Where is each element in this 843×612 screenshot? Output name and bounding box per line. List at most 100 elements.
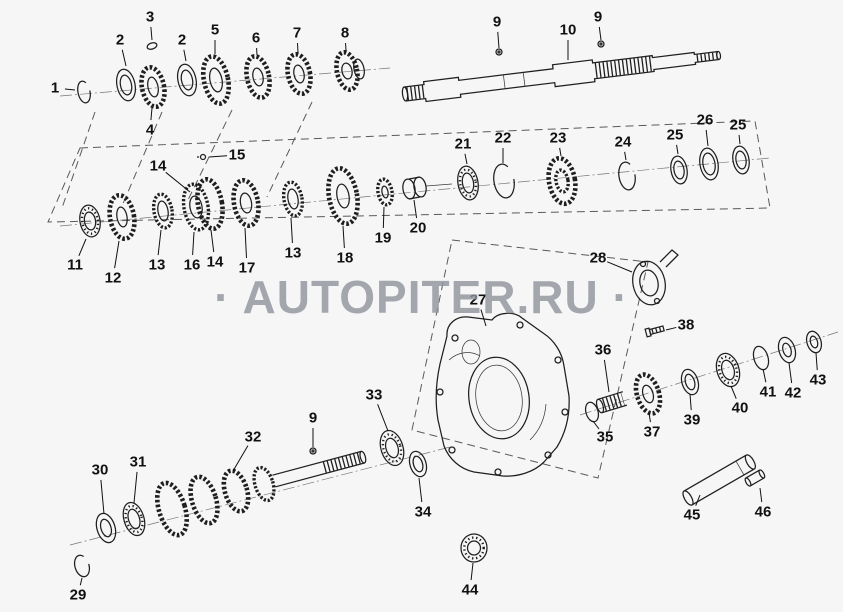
part-label-35: 35 — [597, 429, 614, 446]
output-gear-set — [584, 325, 823, 423]
part-label-30: 30 — [92, 462, 109, 479]
part-20-collar — [402, 176, 453, 200]
part-label-20: 20 — [410, 220, 427, 237]
part-label-16: 16 — [184, 257, 201, 274]
leader-line-9 — [598, 26, 602, 41]
part-12-gear — [107, 192, 137, 242]
part-22-retainer-ring — [493, 163, 515, 199]
part-45-countershaft-pin — [682, 454, 756, 506]
leader-line-19 — [382, 206, 385, 229]
part-label-31: 31 — [130, 454, 147, 471]
part-label-32: 32 — [245, 429, 262, 446]
part-36-shaft-stub — [595, 391, 628, 414]
part-1-snap-ring — [77, 80, 91, 104]
part-33-bearing — [379, 429, 405, 467]
leader-line-46 — [759, 487, 763, 503]
part-17-gear — [231, 177, 261, 229]
leader-line-11 — [78, 238, 87, 256]
part-2-ring-a — [115, 68, 137, 102]
part-label-21: 21 — [455, 136, 472, 153]
part-9-detent-b — [597, 40, 605, 48]
part-9-detent-c — [309, 447, 317, 455]
part-5-synchro-gear — [200, 54, 232, 106]
part-18-gear — [326, 166, 360, 226]
part-label-14: 14 — [150, 158, 167, 175]
part-39-ring — [680, 368, 700, 396]
part-label-22: 22 — [495, 130, 512, 147]
part-label-43: 43 — [810, 372, 827, 389]
leader-line-9 — [497, 31, 500, 49]
leader-line-17 — [244, 227, 248, 259]
part-14-sleeve — [195, 176, 225, 232]
part-label-3: 3 — [146, 9, 154, 26]
part-label-25: 25 — [730, 117, 747, 134]
part-6-gear — [244, 54, 272, 100]
part-34-ring — [408, 450, 428, 478]
part-label-23: 23 — [550, 130, 567, 147]
part-19-gear — [376, 177, 394, 207]
leader-line-15 — [208, 155, 228, 158]
leader-line-14 — [165, 171, 191, 193]
part-label-1: 1 — [51, 80, 59, 97]
middle-gear-train — [79, 145, 750, 242]
part-label-13: 13 — [149, 257, 166, 274]
part-27-transmission-case — [435, 312, 570, 477]
leader-line-4 — [150, 107, 153, 121]
leader-line-21 — [464, 153, 468, 165]
part-label-39: 39 — [684, 412, 701, 429]
part-label-37: 37 — [644, 424, 661, 441]
leader-line-30 — [100, 479, 105, 515]
leader-line-24 — [624, 151, 627, 161]
leader-line-23 — [559, 147, 562, 157]
part-16-hub — [181, 182, 211, 232]
leader-line-7 — [297, 42, 299, 54]
leader-line-38 — [665, 326, 677, 331]
part-label-9: 9 — [493, 14, 501, 31]
part-label-17: 17 — [239, 260, 256, 277]
part-label-7: 7 — [293, 25, 301, 42]
part-label-29: 29 — [70, 587, 87, 604]
leader-line-33 — [377, 404, 389, 432]
construction-lines — [47, 101, 771, 479]
leader-line-13 — [290, 217, 293, 244]
leader-line-2 — [183, 49, 187, 62]
part-label-28: 28 — [590, 250, 607, 267]
part-44-bearing — [460, 533, 488, 563]
part-31-bearing — [122, 501, 146, 537]
counter-shaft-set — [73, 429, 428, 578]
part-label-36: 36 — [595, 342, 612, 359]
part-label-2: 2 — [178, 32, 186, 49]
leader-line-2 — [121, 49, 127, 67]
leader-line-37 — [648, 412, 651, 423]
leader-line-43 — [815, 352, 818, 371]
leader-line-25 — [676, 144, 679, 155]
leader-line-25 — [738, 134, 741, 145]
leader-line-31 — [133, 471, 138, 504]
part-41-ring — [752, 345, 770, 371]
leader-lines — [64, 26, 818, 586]
part-26-ring — [699, 147, 719, 181]
part-37-gear — [633, 372, 663, 416]
part-23-gear — [546, 155, 578, 207]
part-15-screw — [197, 153, 207, 161]
part-8-gear — [334, 49, 365, 93]
leader-line-28 — [607, 261, 633, 273]
leader-line-12 — [114, 240, 120, 269]
part-2-ring-b — [176, 63, 198, 97]
leader-line-3 — [150, 26, 153, 41]
part-label-14: 14 — [207, 254, 224, 271]
part-label-41: 41 — [760, 384, 777, 401]
part-25-ring-a — [670, 155, 688, 185]
part-label-40: 40 — [732, 400, 749, 417]
part-21-bearing — [457, 165, 479, 201]
part-label-10: 10 — [560, 22, 577, 39]
part-42-ring — [777, 336, 797, 364]
main-shaft — [401, 40, 722, 103]
leader-line-34 — [418, 477, 423, 503]
part-label-45: 45 — [684, 507, 701, 524]
part-46-roll-pin — [744, 469, 766, 487]
leader-line-40 — [730, 385, 737, 399]
leader-line-39 — [689, 393, 692, 411]
part-label-27: 27 — [470, 292, 487, 309]
